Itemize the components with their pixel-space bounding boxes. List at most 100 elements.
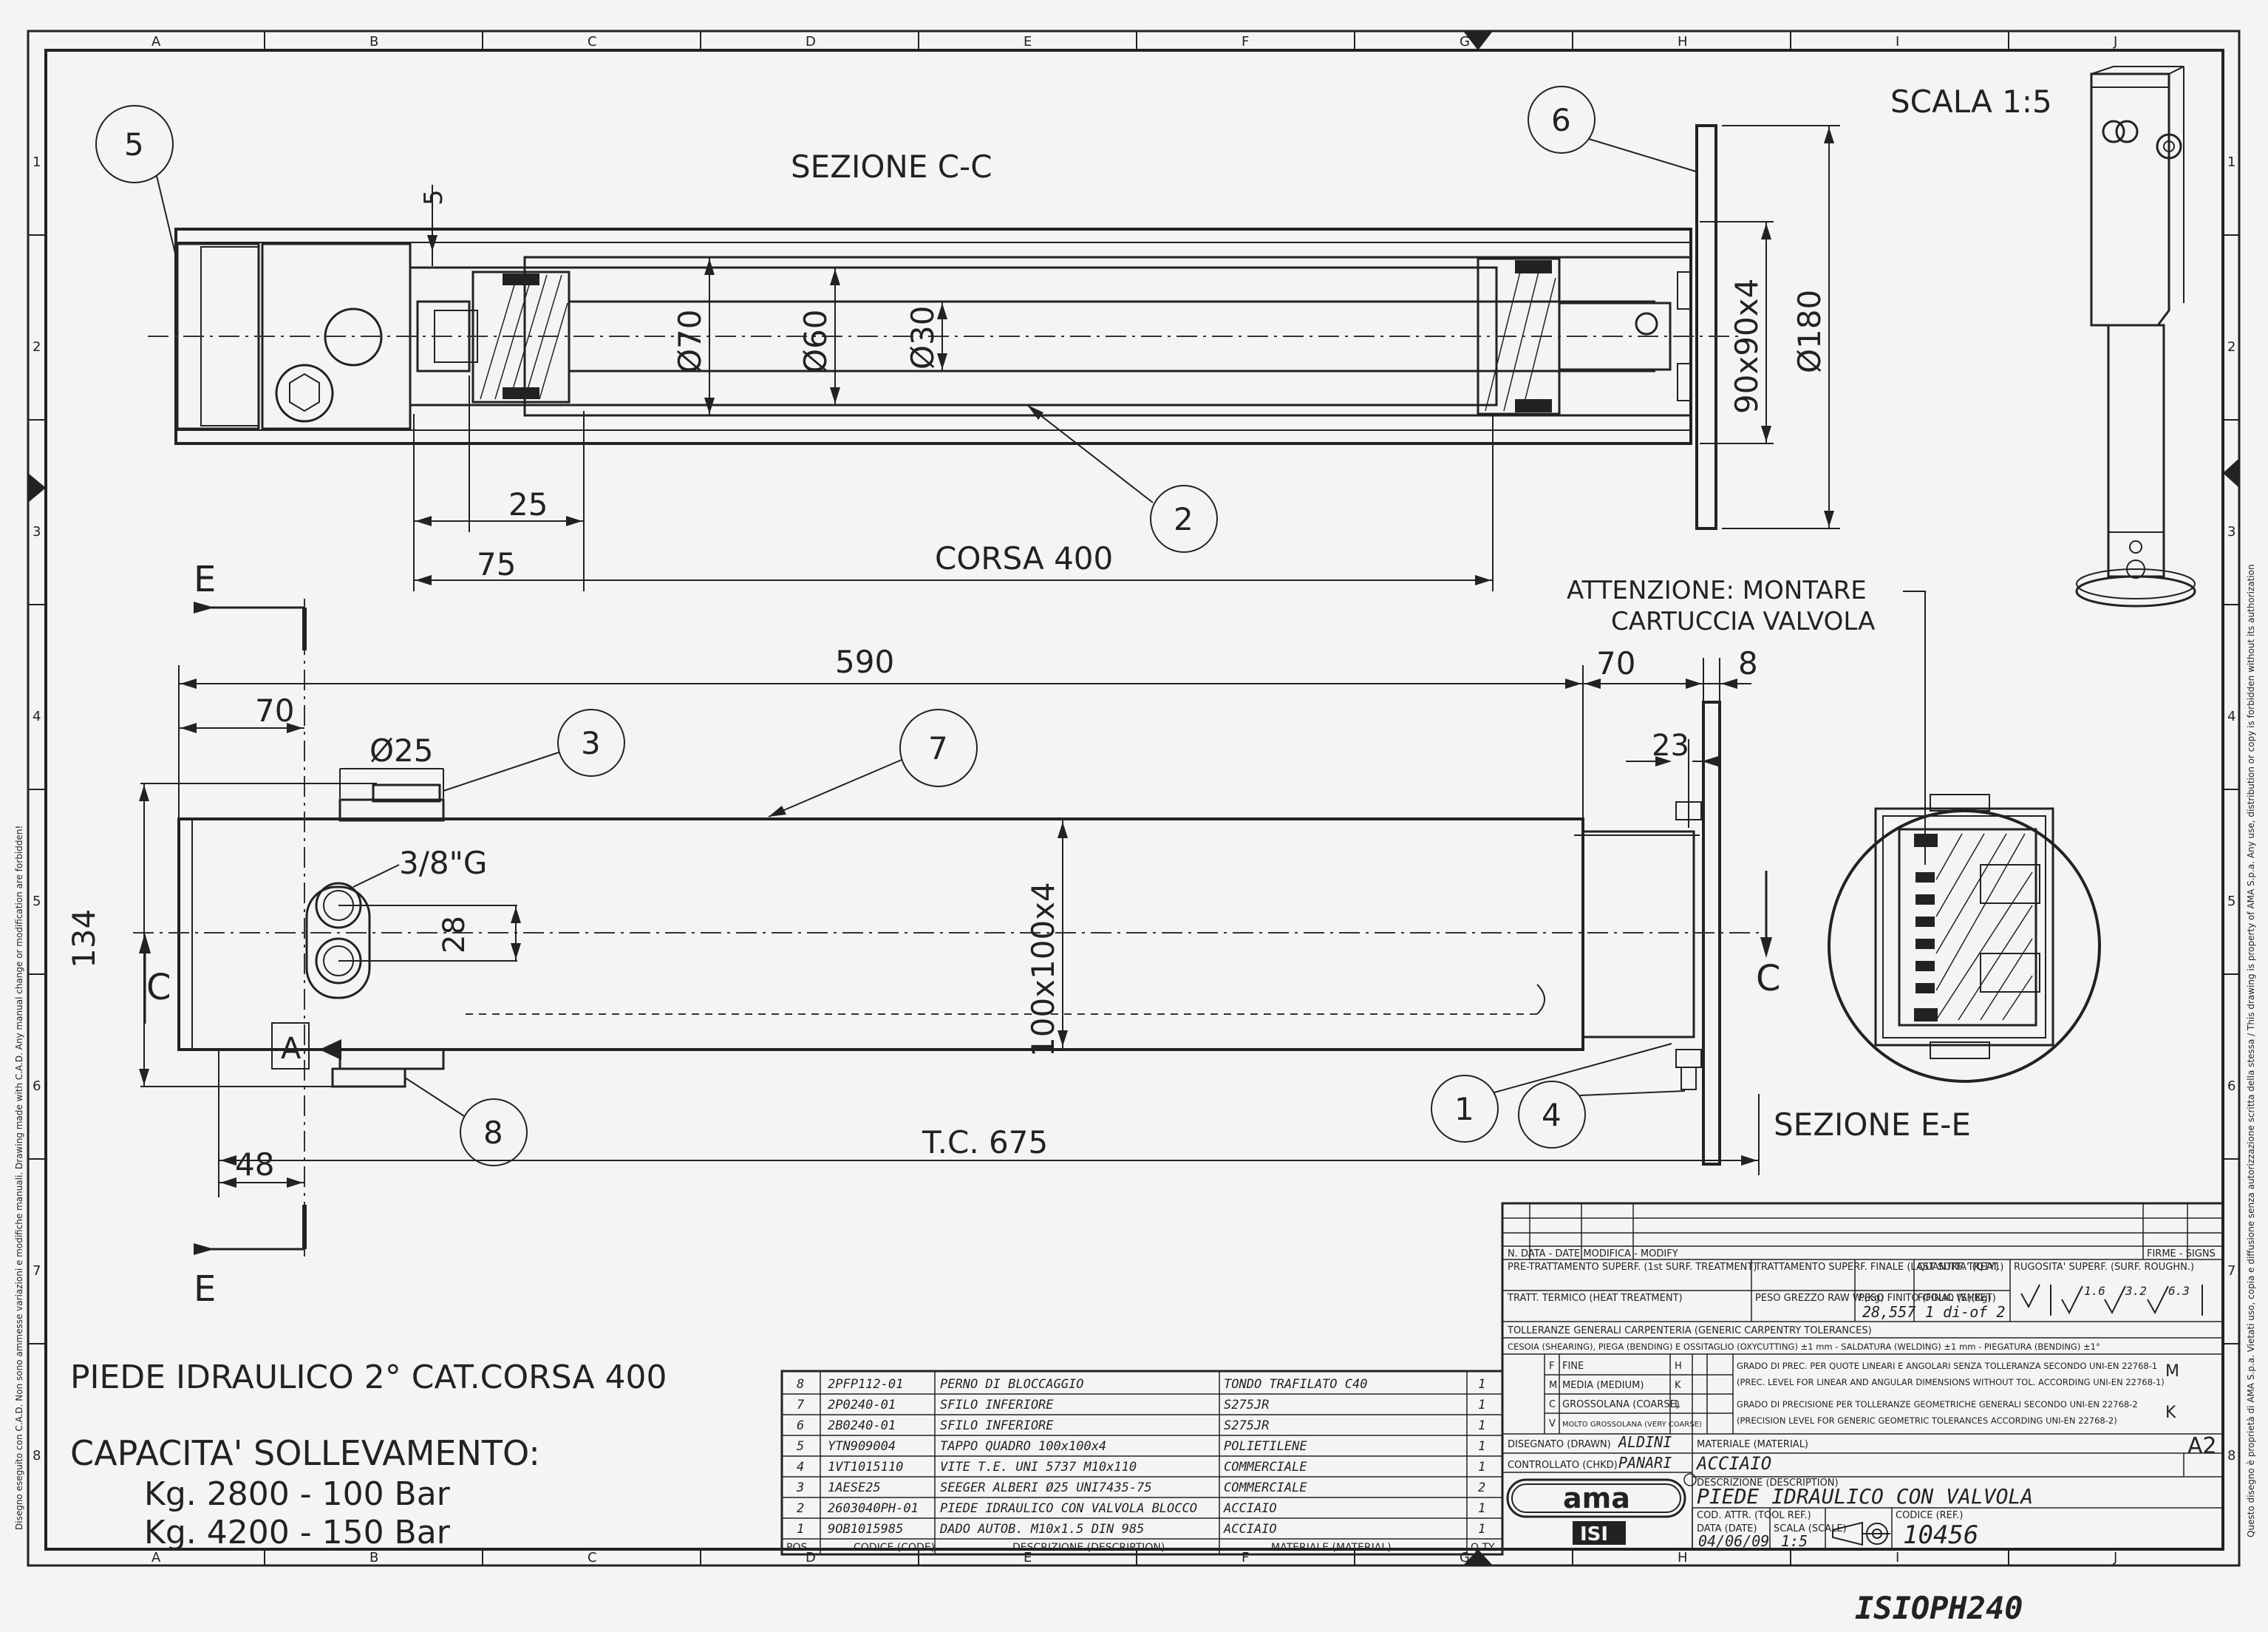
dim-8: 8 (1738, 645, 1758, 681)
tb-material-value: ACCIAIO (1695, 1453, 1771, 1474)
product-title: PIEDE IDRAULICO 2° CAT.CORSA 400 (70, 1359, 667, 1396)
dim-75: 75 (477, 546, 516, 582)
dim-corsa: CORSA 400 (935, 540, 1113, 577)
bom-cell-mat: TONDO TRAFILATO C40 (1224, 1377, 1367, 1392)
grid-number-5-right: 5 (2227, 894, 2235, 909)
bom-cell-desc: PERNO DI BLOCCAGGIO (940, 1377, 1083, 1392)
bom-cell-qty: 1 (1478, 1418, 1485, 1433)
tb-desc-value: PIEDE IDRAULICO CON VALVOLA (1697, 1484, 2033, 1509)
tb-tol-text2: (PREC. LEVEL FOR LINEAR AND ANGULAR DIME… (1737, 1377, 2165, 1387)
bom-cell-mat: COMMERCIALE (1224, 1460, 1307, 1475)
grid-letter-b: B (370, 34, 378, 50)
scan-code: ISIOPH240 (1855, 1590, 2023, 1626)
dim-28: 28 (437, 916, 471, 953)
bom-cell-mat: S275JR (1224, 1398, 1269, 1412)
dim-tc: T.C. 675 (922, 1124, 1048, 1160)
grid-number-8: 8 (33, 1448, 41, 1463)
capacity-2: Kg. 4200 - 150 Bar (144, 1514, 451, 1551)
tb-rough-3: 6.3 (2168, 1284, 2190, 1298)
grid-letter-j: J (2113, 34, 2117, 50)
tb-drawn-label: DISEGNATO (DRAWN) (1508, 1439, 1611, 1450)
dim-25: 25 (508, 486, 548, 523)
tb-date-value: 04/06/09 (1698, 1532, 1769, 1550)
grid-number-1-right: 1 (2227, 154, 2235, 170)
dim-23: 23 (1652, 729, 1689, 763)
grid-number-3-right: 3 (2227, 524, 2235, 540)
grid-number-6-right: 6 (2227, 1078, 2235, 1094)
balloon-1: 1 (1454, 1091, 1474, 1127)
company-logo: ama ISI (1506, 1473, 1697, 1546)
tb-drawn-value: ALDINI (1617, 1433, 1672, 1451)
bom-cell-desc: VITE T.E. UNI 5737 M10x110 (940, 1460, 1137, 1475)
section-ee-view: ATTENZIONE: MONTARE CARTUCCIA VALVOLA SE… (1567, 576, 2101, 1143)
grid-letter-e: E (1024, 34, 1032, 50)
grid-number-2-right: 2 (2227, 339, 2235, 355)
balloon-7: 7 (928, 730, 948, 766)
dim-dia-180: Ø180 (1791, 290, 1828, 373)
tb-tol-right-l: L (1675, 1399, 1680, 1410)
grid-number-7: 7 (33, 1263, 41, 1279)
grid-letter-h: H (1678, 34, 1688, 50)
balloon-3: 3 (581, 725, 601, 761)
bom-cell-desc: SFILO INFERIORE (940, 1398, 1054, 1412)
tb-quality: QUANTITA' (QTY) (1918, 1262, 1999, 1273)
dim-5: 5 (419, 189, 449, 205)
grid-number-2: 2 (33, 339, 41, 355)
detail-a-marker: A (281, 1032, 302, 1066)
bom-cell-code: YTN909004 (828, 1439, 896, 1454)
bom-cell-mat: ACCIAIO (1223, 1522, 1277, 1537)
bom-cell-desc: DADO AUTOB. M10x1.5 DIN 985 (939, 1522, 1144, 1537)
tb-final-treatment: TRATTAMENTO SUPERF. FINALE (LAST SURF. T… (1754, 1262, 2003, 1273)
bom-cell-mat: ACCIAIO (1223, 1501, 1277, 1516)
tb-tol-row-c: GROSSOLANA (COARSE) (1562, 1399, 1680, 1410)
dim-dia-30: Ø30 (905, 305, 941, 370)
tb-tol-text3: GRADO DI PRECISIONE PER TOLLERANZE GEOME… (1737, 1399, 2138, 1410)
bom-cell-pos: 2 (797, 1501, 804, 1516)
bom-cell-qty: 1 (1478, 1522, 1485, 1537)
grid-number-5: 5 (33, 894, 41, 909)
bom-header-desc: DESCRIZIONE (DESCRIPTION) (1012, 1542, 1165, 1554)
tb-code-value: 10456 (1903, 1520, 1978, 1550)
tb-scale-label: SCALA (SCALE) (1774, 1523, 1847, 1534)
tb-tol-row-m: MEDIA (MEDIUM) (1562, 1380, 1644, 1391)
bom-cell-mat: POLIETILENE (1224, 1439, 1307, 1454)
grid-letter-j-bottom: J (2113, 1550, 2117, 1565)
bom-cell-code: 2P0240-01 (828, 1398, 896, 1412)
tb-desc-label: DESCRIZIONE (DESCRIPTION) (1697, 1478, 1839, 1489)
tb-rough-1: 1.6 (2084, 1284, 2105, 1298)
bom-cell-desc: SEEGER ALBERI Ø25 UNI7435-75 (940, 1480, 1152, 1495)
bom-cell-code: 9OB1015985 (828, 1522, 903, 1537)
bom-cell-pos: 7 (797, 1398, 805, 1412)
grid-letter-b-bottom: B (370, 1550, 378, 1565)
section-c-marker-left: C (146, 967, 171, 1008)
bom-cell-pos: 8 (797, 1377, 804, 1392)
bom-header-mat: MATERIALE (MATERIAL) (1271, 1542, 1392, 1554)
tb-finished-weight: PESO FINITO (FINAL W.)(Kg) (1859, 1293, 1992, 1304)
product-notes: PIEDE IDRAULICO 2° CAT.CORSA 400 CAPACIT… (70, 1359, 667, 1551)
bom-cell-code: 2B0240-01 (828, 1418, 896, 1433)
bom-cell-code: 1AESE25 (828, 1480, 881, 1495)
bom-cell-qty: 1 (1478, 1398, 1485, 1412)
tb-scale-value: 1:5 (1781, 1532, 1808, 1550)
capacity-1: Kg. 2800 - 100 Bar (144, 1475, 451, 1513)
title-block: N. DATA - DATE MODIFICA - MODIFY FIRME -… (1501, 1202, 2224, 1551)
bom-cell-pos: 3 (796, 1480, 804, 1495)
dim-dia-70: Ø70 (672, 309, 708, 373)
balloon-8: 8 (483, 1115, 503, 1151)
balloons: 5 6 2 3 7 8 1 4 (95, 86, 1697, 1166)
bom-cell-code: 1VT1015110 (828, 1460, 903, 1475)
bom-cell-pos: 5 (797, 1439, 804, 1454)
svg-text:Questo disegno è proprietà di: Questo disegno è proprietà di AMA S.p.a.… (2246, 564, 2256, 1537)
bom-header-qty: Q.TY (1471, 1542, 1495, 1554)
tb-tol-carpentry: TOLLERANZE GENERALI CARPENTERIA (GENERIC… (1507, 1325, 1872, 1336)
tb-checked-value: PANARI (1618, 1454, 1672, 1472)
tb-tol-right-k: K (1675, 1380, 1681, 1391)
tb-raw-weight: PESO GREZZO RAW W.(Kg) (1755, 1293, 1884, 1304)
bom-cell-pos: 6 (797, 1418, 804, 1433)
logo-text: ama (1563, 1482, 1630, 1514)
bom-cell-desc: TAPPO QUADRO 100x100x4 (940, 1439, 1106, 1454)
tb-tol-letter-v: V (1549, 1418, 1556, 1429)
tb-material-label: MATERIALE (MATERIAL) (1697, 1439, 1808, 1450)
tb-tol-letter-m: M (1549, 1380, 1557, 1391)
